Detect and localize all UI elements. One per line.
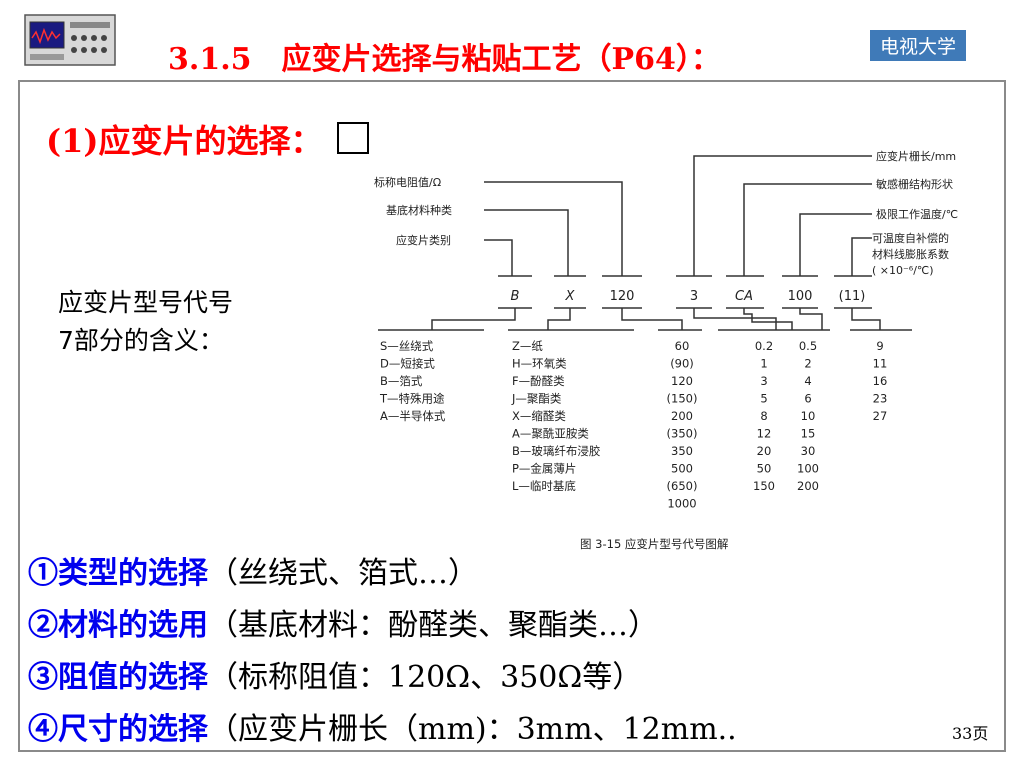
code-shape: CA: [735, 289, 753, 304]
base-item: Z—纸: [512, 339, 543, 353]
header: 3.1.5 应变片选择与粘贴工艺（P64）： 电视大学: [0, 0, 1024, 80]
base-item: J—聚酯类: [511, 392, 562, 406]
bullet-detail: （应变片栅长（mm)：3mm、12mm..: [208, 712, 737, 747]
code-temp: 100: [788, 289, 813, 304]
resistance-item: 200: [671, 409, 693, 423]
type-item: B—箔式: [380, 374, 423, 388]
resistance-item: (350): [667, 427, 698, 441]
bullet-detail: （丝绕式、箔式…）: [208, 556, 478, 591]
type-item: S—丝绕式: [380, 339, 434, 353]
meaning-line-2: 7部分的含义：: [58, 326, 224, 355]
length-item: 1: [760, 357, 767, 371]
right-labels: 应变片栅长/mm 敏感栅结构形状 极限工作温度/℃ 可温度自补偿的 材料线膨胀系…: [872, 149, 958, 277]
resistance-item: 1000: [667, 497, 696, 511]
right-label-comp-1: 可温度自补偿的: [872, 231, 949, 245]
expansion-item: 23: [873, 392, 888, 406]
right-label-length: 应变片栅长/mm: [876, 149, 956, 163]
code-row: B X 120 3 CA 100 (11): [511, 289, 866, 304]
bullet-size: ④尺寸的选择（应变片栅长（mm)：3mm、12mm..: [28, 704, 988, 756]
length-item: 0.5: [799, 339, 817, 353]
length-item: 100: [797, 462, 819, 476]
resistance-item: 500: [671, 462, 693, 476]
length-item: 15: [801, 427, 816, 441]
length-item: 5: [760, 392, 767, 406]
length-item: 2: [804, 357, 811, 371]
length-item: 20: [757, 444, 772, 458]
code-length: 3: [690, 289, 698, 304]
type-item: A—半导体式: [380, 409, 446, 423]
left-labels: 标称电阻值/Ω 基底材料种类 应变片类别: [374, 175, 452, 247]
meaning-text: 应变片型号代号 7部分的含义：: [58, 284, 233, 360]
length-item: 8: [760, 409, 767, 423]
resistance-item: (650): [667, 479, 698, 493]
right-label-comp-2: 材料线膨胀系数: [872, 247, 949, 261]
bullet-list: ①类型的选择（丝绕式、箔式…） ②材料的选用（基底材料：酚醛类、聚酯类…） ③阻…: [28, 548, 988, 756]
content-frame: [18, 80, 1006, 752]
left-label-type: 应变片类别: [396, 233, 451, 247]
length-item: 6: [804, 392, 811, 406]
length-item: 3: [760, 374, 767, 388]
resistance-item: 350: [671, 444, 693, 458]
length-item: 200: [797, 479, 819, 493]
figure-caption: 图 3-15 应变片型号代号图解: [580, 537, 729, 551]
right-label-temp: 极限工作温度/℃: [876, 207, 958, 221]
length-item: 150: [753, 479, 775, 493]
bullet-detail: （标称阻值：120Ω、350Ω等）: [208, 660, 643, 695]
bullet-key: ②材料的选用: [28, 608, 208, 643]
section-subtitle: (1)应变片的选择：: [46, 116, 369, 162]
code-resistance: 120: [610, 289, 635, 304]
length-item: 50: [757, 462, 772, 476]
subtitle-text: (1)应变片的选择：: [46, 122, 323, 160]
left-label-base: 基底材料种类: [386, 203, 452, 217]
right-label-shape: 敏感栅结构形状: [876, 177, 953, 191]
brand-label: 电视大学: [870, 30, 967, 61]
page-number: 33页: [952, 724, 989, 743]
bullet-type: ①类型的选择（丝绕式、箔式…）: [28, 548, 988, 600]
slide-title: 3.1.5 应变片选择与粘贴工艺（P64）：: [168, 42, 721, 77]
bullet-key: ①类型的选择: [28, 556, 208, 591]
code-type: B: [511, 289, 520, 304]
expansion-item: 16: [873, 374, 888, 388]
diagram-lines: [378, 155, 912, 331]
length-item: 30: [801, 444, 816, 458]
type-item: D—短接式: [380, 357, 435, 371]
base-item: F—酚醛类: [512, 374, 565, 388]
resistance-item: 60: [675, 339, 690, 353]
right-label-comp-3: ( ×10⁻⁶/℃): [872, 264, 934, 277]
bullet-detail: （基底材料：酚醛类、聚酯类…）: [208, 608, 658, 643]
instrument-logo-icon: [24, 14, 116, 66]
length-item: 4: [804, 374, 811, 388]
base-item: X—缩醛类: [512, 409, 566, 423]
left-label-resistance: 标称电阻值/Ω: [374, 175, 441, 189]
expansion-item: 11: [873, 357, 888, 371]
base-item: P—金属薄片: [512, 462, 576, 476]
type-item: T—特殊用途: [379, 392, 445, 406]
strain-gauge-code-diagram: 标称电阻值/Ω 基底材料种类 应变片类别 应变片栅长/mm 敏感栅结构形状 极限…: [374, 149, 958, 551]
expansion-item: 9: [876, 339, 883, 353]
code-base: X: [565, 289, 576, 304]
length-item: 10: [801, 409, 816, 423]
base-item: H—环氧类: [512, 357, 567, 371]
resistance-item: 120: [671, 374, 693, 388]
expansion-item: 27: [873, 409, 888, 423]
base-item: B—玻璃纤布浸胶: [512, 444, 601, 458]
meaning-line-1: 应变片型号代号: [58, 288, 234, 317]
checkbox-icon: [336, 122, 369, 154]
bullet-material: ②材料的选用（基底材料：酚醛类、聚酯类…）: [28, 600, 988, 652]
bullet-key: ③阻值的选择: [28, 660, 208, 695]
length-item: 0.2: [755, 339, 773, 353]
base-item: A—聚酰亚胺类: [512, 427, 589, 441]
resistance-item: (90): [670, 357, 694, 371]
bullet-resistance: ③阻值的选择（标称阻值：120Ω、350Ω等）: [28, 652, 988, 704]
code-expansion: (11): [839, 289, 866, 304]
code-columns: S—丝绕式 D—短接式 B—箔式 T—特殊用途 A—半导体式 Z—纸 H—环氧类 F—酚醛类 J…: [379, 339, 887, 511]
resistance-item: (150): [667, 392, 698, 406]
base-item: L—临时基底: [512, 479, 576, 493]
length-item: 12: [757, 427, 772, 441]
bullet-key: ④尺寸的选择: [28, 712, 208, 747]
